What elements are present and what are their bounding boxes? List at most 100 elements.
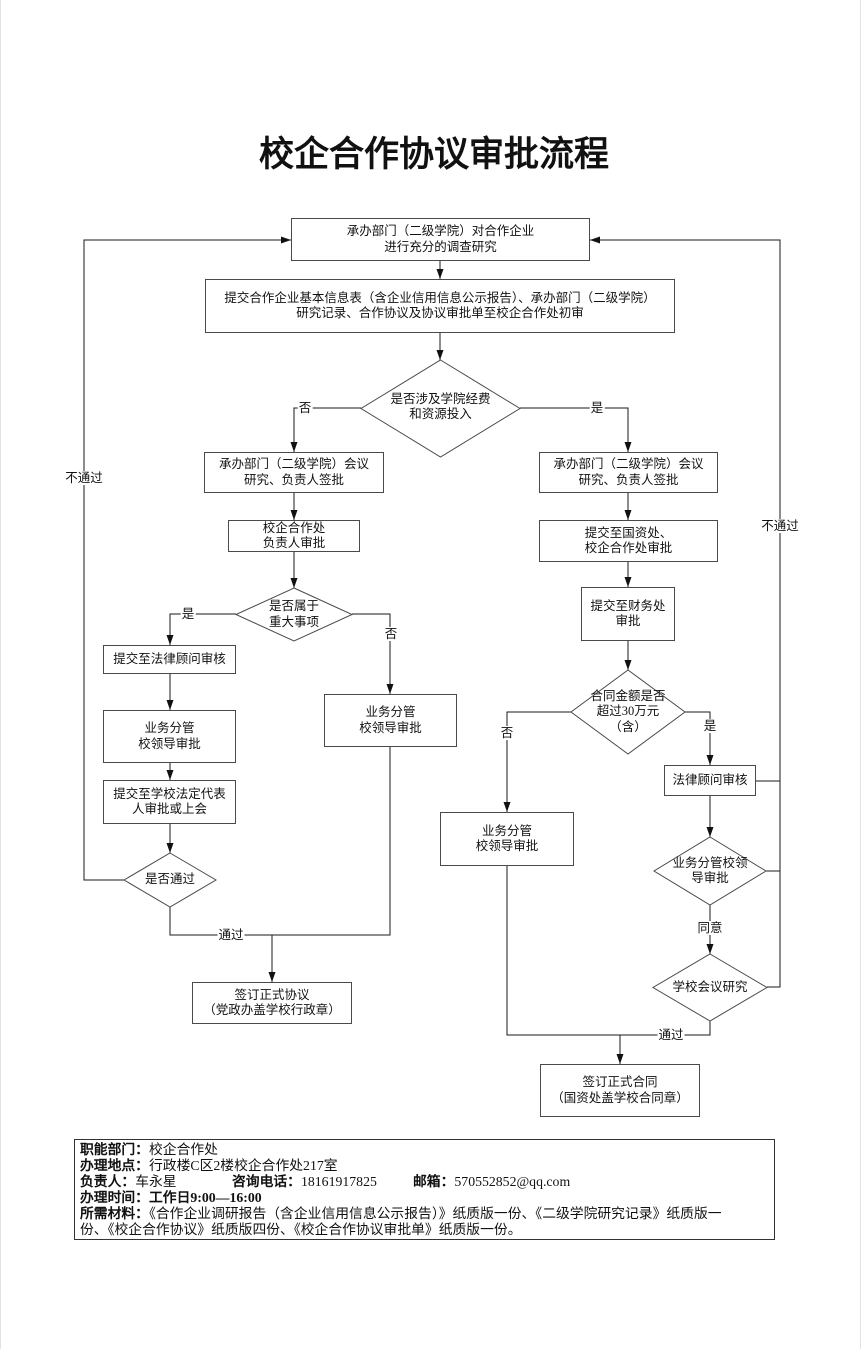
- edge-label-major-yes: 是: [180, 607, 196, 621]
- contact-email: 邮箱：570552852@qq.com: [413, 1174, 570, 1190]
- info-row-department: 职能部门：校企合作处: [80, 1142, 774, 1158]
- node-left-office: 校企合作处 负责人审批: [228, 520, 360, 552]
- page-title: 校企合作协议审批流程: [258, 135, 609, 175]
- node-text-line: 研究、负责人签批: [243, 472, 344, 487]
- node-left-legal: 提交至法律顾问审核: [103, 645, 236, 674]
- node-text-line: 法律顾问审核: [672, 772, 748, 787]
- info-row-materials-continued: 份、《校企合作协议》纸质版四份、《校企合作协议审批单》纸质版一份。: [80, 1222, 774, 1238]
- connector-amount-yes: [685, 711, 714, 765]
- diamond-shape: [571, 670, 685, 754]
- node-text-line: 导审批: [691, 871, 729, 885]
- node-text-line: 审批: [615, 614, 641, 628]
- node-text-line: 负责人审批: [262, 536, 326, 550]
- info-label: 办理地点：: [80, 1158, 149, 1173]
- info-value: 校企合作处: [148, 1142, 218, 1157]
- node-text-line: 提交合作企业基本信息表（含企业信用信息公示报告）、承办部门（二级学院）: [224, 290, 656, 305]
- node-text-line: 是否通过: [144, 872, 195, 887]
- node-left-legal-rep: 提交至学校法定代表 人审批或上会: [103, 780, 236, 824]
- diamond-shape: [654, 837, 766, 905]
- info-value: 《合作企业调研报告（含企业信用信息公示报告）》纸质版一份、《二级学院研究记录》纸…: [148, 1206, 722, 1221]
- node-text-line: 和资源投入: [409, 407, 472, 421]
- connector-funding-yes: [520, 407, 632, 452]
- node-text-line: 承办部门（二级学院）会议: [218, 457, 369, 471]
- edge-label-major-no: 否: [383, 627, 399, 641]
- info-label: 办理时间：: [80, 1190, 149, 1205]
- connector-meeting-pass: [620, 1021, 711, 1036]
- connector-right-reject-loop: [590, 236, 781, 988]
- decision-leader-approval: 业务分管校领 导审批: [654, 837, 766, 905]
- info-label: 咨询电话：: [232, 1174, 301, 1189]
- connector-amount-no: [503, 711, 571, 812]
- diamond-shape: [124, 853, 216, 907]
- node-text-line: 校领导审批: [138, 736, 201, 751]
- contact-person: 负责人：车永星: [80, 1174, 232, 1190]
- node-text-line: 提交至法律顾问审核: [113, 651, 226, 666]
- edge-label-funding-no: 否: [297, 401, 313, 415]
- info-label: 所需材料：: [80, 1206, 149, 1221]
- info-value: 行政楼C区2楼校企合作处217室: [148, 1158, 338, 1173]
- node-text-line: 校领导审批: [475, 839, 539, 853]
- info-panel: 职能部门：校企合作处 办理地点：行政楼C区2楼校企合作处217室 负责人：车永星…: [74, 1139, 775, 1240]
- info-label: 职能部门：: [80, 1142, 149, 1157]
- node-text-line: 签订正式合同: [582, 1075, 658, 1089]
- node-submit-review: 提交合作企业基本信息表（含企业信用信息公示报告）、承办部门（二级学院） 研究记录…: [205, 279, 675, 333]
- node-text-line: 重大事项: [268, 614, 319, 629]
- edge-label-left-reject: 不通过: [64, 471, 104, 485]
- connector-left-reject-loop: [83, 236, 291, 881]
- info-value: 570552852@qq.com: [454, 1174, 571, 1189]
- node-text-line: 签订正式协议: [234, 987, 310, 1002]
- node-text-line: 提交至财务处: [590, 598, 666, 613]
- connector-funding-no: [290, 407, 361, 452]
- node-text-line: 校领导审批: [359, 720, 422, 735]
- edge-label-amount-no: 否: [499, 726, 515, 740]
- node-investigate: 承办部门（二级学院）对合作企业 进行充分的调查研究: [291, 218, 590, 261]
- node-left-leader: 业务分管 校领导审批: [103, 710, 236, 763]
- info-row-hours: 办理时间：工作日9:00—16:00: [80, 1190, 774, 1206]
- decision-major-matter: 是否属于 重大事项: [236, 588, 352, 641]
- node-text-line: 业务分管: [481, 823, 532, 838]
- edge-label-leader-agree: 同意: [696, 921, 724, 935]
- node-small-leader: 业务分管 校领导审批: [440, 812, 574, 866]
- node-text-line: （含）: [609, 719, 647, 734]
- node-minor-leader: 业务分管 校领导审批: [324, 694, 457, 747]
- node-text-line: 提交至国资处、: [584, 525, 673, 540]
- node-text-line: 业务分管校领: [672, 855, 748, 870]
- node-text-line: 进行充分的调查研究: [384, 239, 497, 254]
- decision-passed: 是否通过: [124, 853, 216, 907]
- connector-minor-leader-merge: [272, 747, 391, 936]
- node-sign-contract: 签订正式合同 （国资处盖学校合同章）: [540, 1064, 700, 1117]
- node-text-line: 校企合作处审批: [584, 541, 673, 555]
- node-text-line: 研究、负责人签批: [578, 472, 679, 487]
- info-row-location: 办理地点：行政楼C区2楼校企合作处217室: [80, 1158, 774, 1174]
- decision-school-meeting: 学校会议研究: [653, 954, 767, 1021]
- node-text-line: 人审批或上会: [131, 802, 207, 816]
- diamond-shape: [653, 954, 767, 1021]
- info-row-materials: 所需材料：《合作企业调研报告（含企业信用信息公示报告）》纸质版一份、《二级学院研…: [80, 1206, 774, 1222]
- node-right-finance: 提交至财务处 审批: [581, 587, 675, 641]
- edge-label-amount-yes: 是: [702, 719, 718, 733]
- info-label: 邮箱：: [413, 1174, 455, 1189]
- node-text-line: 提交至学校法定代表: [113, 786, 226, 801]
- edge-label-right-pass: 通过: [657, 1028, 685, 1042]
- connector-small-leader-merge: [506, 866, 620, 1036]
- info-value: 车永星: [135, 1174, 177, 1189]
- node-text-line: 承办部门（二级学院）会议: [553, 457, 704, 471]
- connector-major-no: [352, 613, 394, 694]
- node-right-meeting: 承办部门（二级学院）会议 研究、负责人签批: [539, 452, 718, 493]
- diamond-shape: [236, 588, 352, 641]
- edge-label-left-pass: 通过: [217, 928, 245, 942]
- node-left-meeting: 承办部门（二级学院）会议 研究、负责人签批: [204, 452, 384, 493]
- contact-phone: 咨询电话：18161917825: [232, 1174, 413, 1190]
- decision-funding: 是否涉及学院经费 和资源投入: [361, 360, 520, 457]
- node-text-line: 业务分管: [144, 721, 195, 735]
- info-label: 负责人：: [80, 1174, 136, 1189]
- node-text-line: 合同金额是否: [590, 688, 666, 703]
- node-right-assets: 提交至国资处、 校企合作处审批: [539, 520, 718, 562]
- decision-contract-amount: 合同金额是否 超过30万元 （含）: [571, 670, 685, 754]
- node-right-legal: 法律顾问审核: [664, 765, 756, 796]
- node-text-line: （党政办盖学校行政章）: [203, 1003, 341, 1017]
- node-text-line: 研究记录、合作协议及协议审批单至校企合作处初审: [296, 306, 584, 320]
